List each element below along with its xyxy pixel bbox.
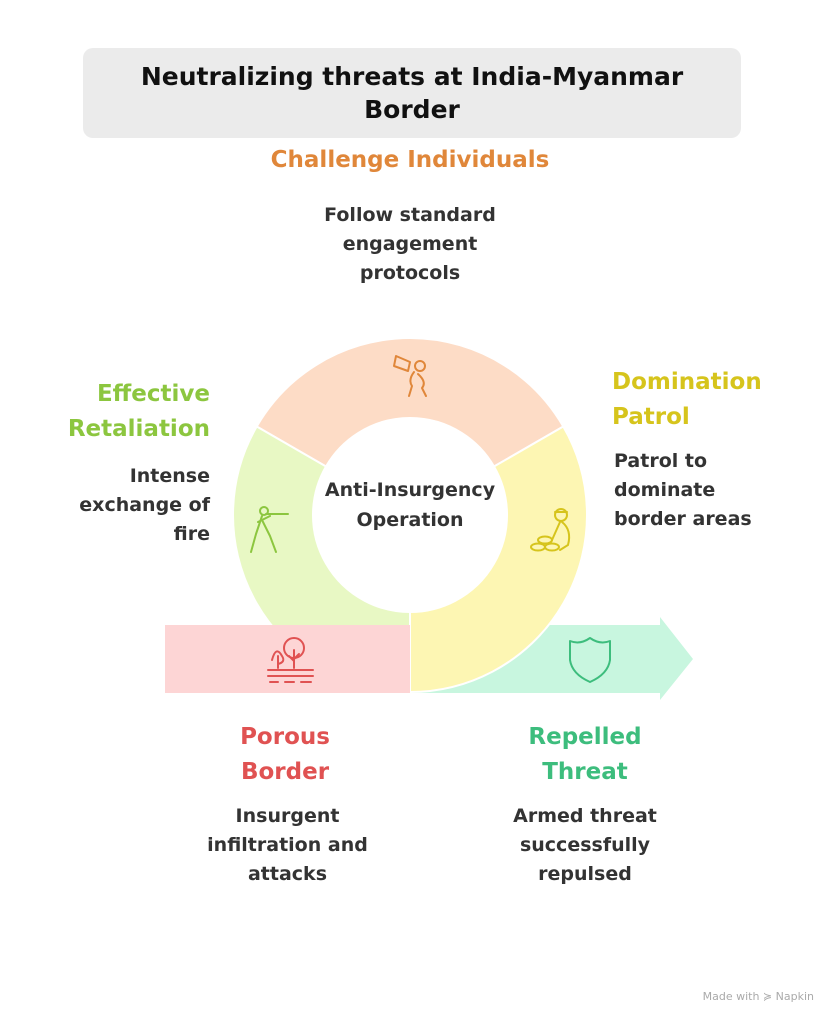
shield-icon xyxy=(569,637,611,683)
domination-title: Domination Patrol xyxy=(612,369,762,430)
trees-icon xyxy=(267,637,314,683)
domination-desc: Patrol to dominate border areas xyxy=(614,450,752,530)
soldier-sandbags-icon xyxy=(530,508,571,552)
porous-title: Porous Border xyxy=(240,724,330,785)
challenge-desc: Follow standard engagement protocols xyxy=(324,204,496,284)
center-label: Anti-Insurgency Operation xyxy=(324,479,496,531)
retaliation-title: Effective Retaliation xyxy=(67,381,210,442)
napkin-watermark: Made with ≽ Napkin xyxy=(702,990,814,1003)
megaphone-person-icon xyxy=(393,355,427,397)
repelled-desc: Armed threat successfully repulsed xyxy=(513,805,657,885)
domination-segment xyxy=(409,425,588,694)
porous-desc: Insurgent infiltration and attacks xyxy=(207,805,368,885)
rifleman-icon xyxy=(250,506,289,553)
repelled-title: Repelled Threat xyxy=(528,724,642,785)
challenge-title: Challenge Individuals xyxy=(270,147,550,173)
retaliation-desc: Intense exchange of fire xyxy=(79,465,210,545)
challenge-segment xyxy=(255,337,565,468)
title-banner: Neutralizing threats at India-Myanmar Bo… xyxy=(83,48,741,138)
page-title: Neutralizing threats at India-Myanmar Bo… xyxy=(140,62,684,124)
